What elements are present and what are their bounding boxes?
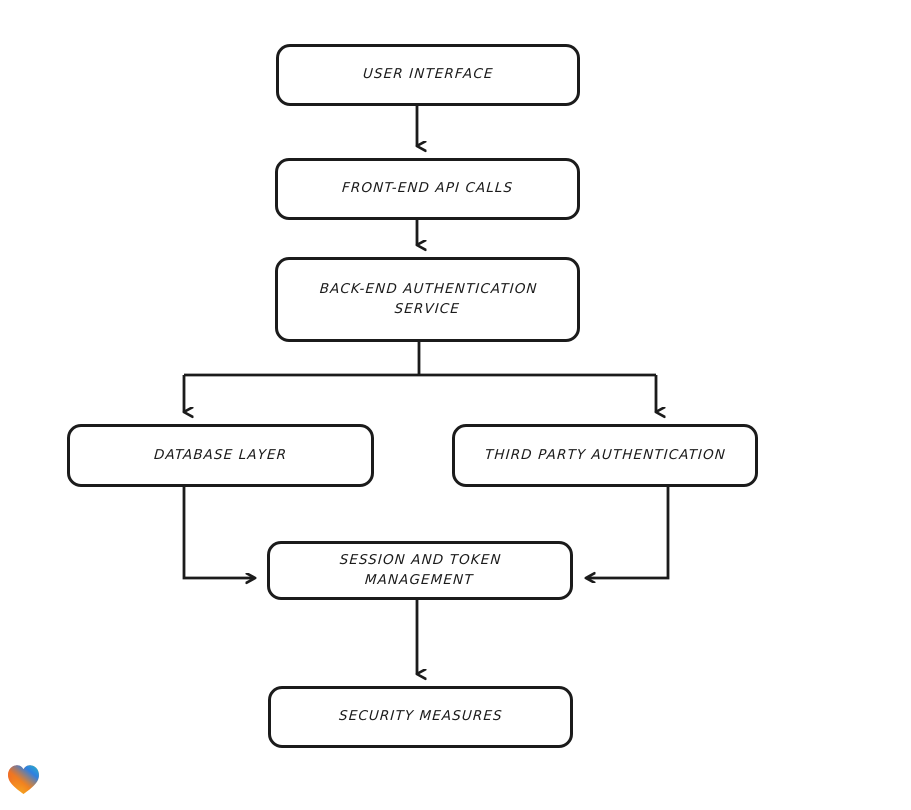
node-session-and-token-management[interactable]: SESSION AND TOKEN MANAGEMENT [267, 541, 573, 600]
node-label: FRONT-END API CALLS [341, 180, 514, 197]
node-security-measures[interactable]: SECURITY MEASURES [268, 686, 573, 748]
node-label: USER INTERFACE [362, 66, 494, 83]
node-front-end-api-calls[interactable]: FRONT-END API CALLS [275, 158, 580, 220]
node-back-end-authentication-service[interactable]: BACK-END AUTHENTICATION SERVICE [275, 257, 580, 342]
node-label: BACK-END AUTHENTICATION SERVICE [318, 280, 538, 317]
node-label: SECURITY MEASURES [338, 708, 503, 725]
heart-icon [8, 765, 39, 794]
node-label: DATABASE LAYER [153, 446, 288, 463]
node-third-party-authentication[interactable]: THIRD PARTY AUTHENTICATION [452, 424, 758, 487]
heart-icon-wrapper [7, 764, 40, 795]
node-label: THIRD PARTY AUTHENTICATION [484, 446, 727, 463]
connector-database-to-session [182, 487, 255, 578]
node-label: SESSION AND TOKEN MANAGEMENT [339, 551, 503, 588]
connector-thirdparty-to-session [586, 487, 670, 578]
node-database-layer[interactable]: DATABASE LAYER [67, 424, 374, 487]
node-user-interface[interactable]: USER INTERFACE [276, 44, 580, 106]
